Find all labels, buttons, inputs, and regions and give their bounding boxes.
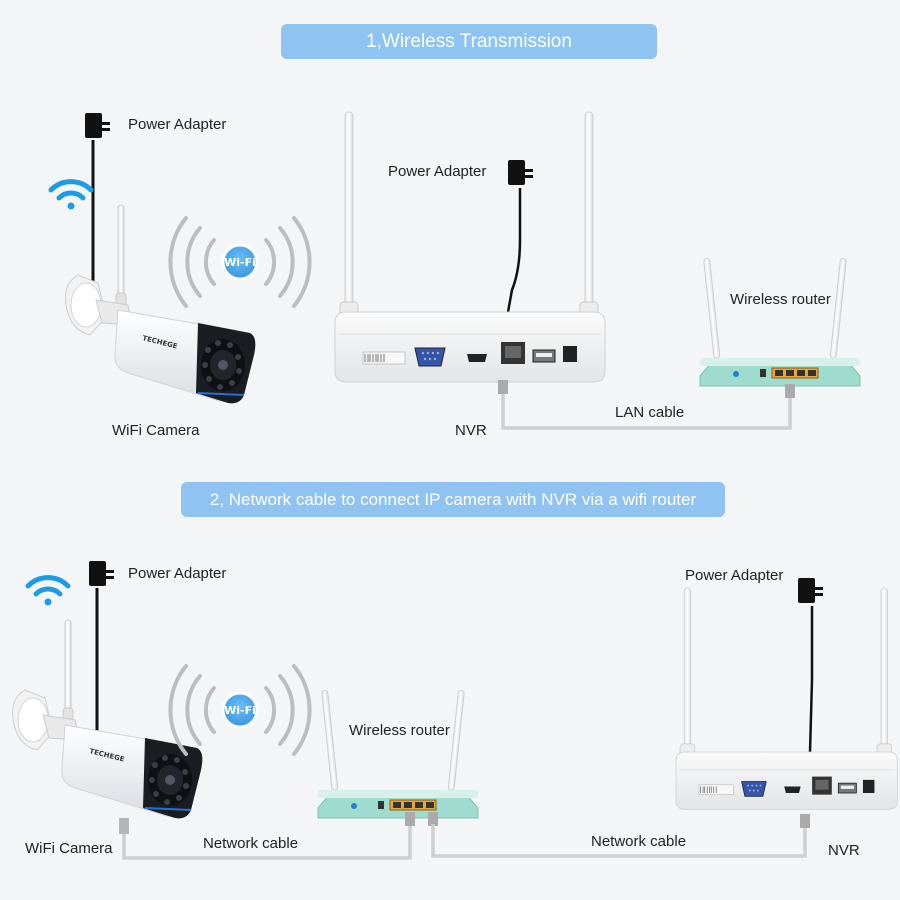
s1-nvr-label: NVR [455, 422, 487, 439]
s2-nvr-icon [675, 587, 899, 811]
section-1-title: 1,Wireless Transmission [366, 31, 572, 52]
s1-nvr-icon [334, 111, 606, 383]
s1-lan-cable [501, 382, 792, 430]
s2-wireless-router-icon [317, 689, 479, 819]
s2-nvr-power-adapter-icon [798, 578, 823, 603]
s1-nvr-power-label: Power Adapter [388, 163, 487, 180]
s2-router-plug-right [428, 812, 438, 826]
s1-wireless-router-icon [699, 257, 861, 387]
s2-wifi-badge-text: Wi-Fi [224, 704, 256, 717]
s2-network-cable-right [431, 820, 807, 858]
s1-lan-plug-nvr [498, 380, 508, 394]
s2-network-cable-right-label: Network cable [591, 833, 687, 850]
s1-nvr-power-adapter-icon [508, 160, 533, 185]
section-1-banner: 1,Wireless Transmission [281, 24, 657, 59]
s1-lan-plug-router [785, 384, 795, 398]
s2-wifi-icon [28, 578, 68, 606]
s2-nvr-power-cord [808, 606, 814, 753]
s1-camera-power-adapter-icon [85, 113, 110, 138]
s2-camera-cable-plug [119, 818, 129, 834]
s2-nvr-label: NVR [828, 842, 860, 859]
s1-wifi-badge-text: Wi-Fi [224, 256, 256, 269]
s2-nvr-power-label: Power Adapter [685, 567, 784, 584]
s1-wifi-icon [51, 182, 91, 210]
s1-nvr-power-cord [506, 188, 522, 313]
s1-camera-power-label: Power Adapter [128, 116, 227, 133]
s2-nvr-lan-plug [800, 814, 810, 828]
s2-router-plug-left [405, 812, 415, 826]
section-2-banner: 2, Network cable to connect IP camera wi… [181, 482, 725, 517]
s2-network-cable-left-label: Network cable [203, 835, 299, 852]
s2-camera-label: WiFi Camera [25, 840, 113, 857]
s2-camera-power-label: Power Adapter [128, 565, 227, 582]
s1-camera-label: WiFi Camera [112, 422, 200, 439]
section-2-title: 2, Network cable to connect IP camera wi… [209, 490, 697, 509]
s2-wifi-camera-icon [11, 619, 204, 820]
s2-camera-power-adapter-icon [89, 561, 114, 586]
s2-network-cable-left [122, 818, 412, 860]
s1-router-label: Wireless router [730, 291, 831, 308]
s1-lan-cable-label: LAN cable [615, 404, 685, 421]
s2-router-label: Wireless router [349, 722, 450, 739]
